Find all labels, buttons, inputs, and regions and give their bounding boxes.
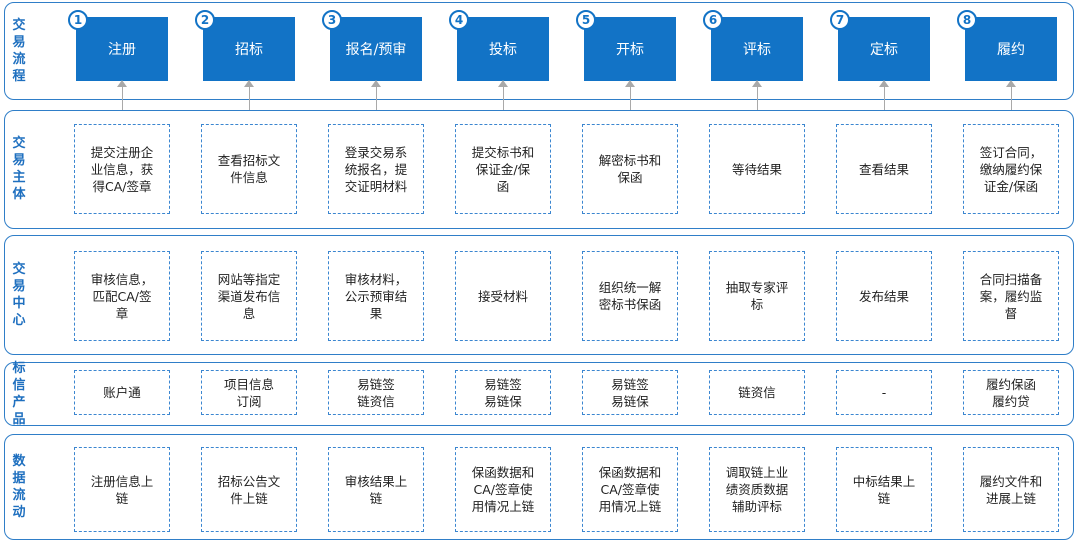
up-arrow-icon <box>117 80 127 110</box>
row-label-center: 交 易 中 心 <box>12 262 26 328</box>
up-arrow-icon <box>625 80 635 110</box>
step-number-badge: 4 <box>449 10 469 30</box>
center-cell: 审核材料， 公示预审结 果 <box>328 251 424 341</box>
step-number-badge: 1 <box>68 10 88 30</box>
dataflow-cell: 审核结果上 链 <box>328 447 424 532</box>
center-cell: 接受材料 <box>455 251 551 341</box>
dataflow-cell: 履约文件和 进展上链 <box>963 447 1059 532</box>
subject-cell: 签订合同， 缴纳履约保 证金/保函 <box>963 124 1059 214</box>
product-cell: 项目信息 订阅 <box>201 370 297 415</box>
dataflow-cell: 中标结果上 链 <box>836 447 932 532</box>
band-product <box>4 362 1074 426</box>
center-cell: 组织统一解 密标书保函 <box>582 251 678 341</box>
subject-cell: 查看结果 <box>836 124 932 214</box>
band-subject <box>4 110 1074 229</box>
center-cell: 发布结果 <box>836 251 932 341</box>
dataflow-cell: 保函数据和 CA/签章使 用情况上链 <box>455 447 551 532</box>
row-label-process: 交 易 流 程 <box>12 18 26 84</box>
subject-cell: 查看招标文 件信息 <box>201 124 297 214</box>
subject-cell: 提交注册企 业信息，获 得CA/签章 <box>74 124 170 214</box>
step-box: 履约 <box>965 17 1057 81</box>
step-box: 报名/预审 <box>330 17 422 81</box>
subject-cell: 提交标书和 保证金/保 函 <box>455 124 551 214</box>
center-cell: 网站等指定 渠道发布信 息 <box>201 251 297 341</box>
product-cell: 账户通 <box>74 370 170 415</box>
step-box: 招标 <box>203 17 295 81</box>
step-box: 注册 <box>76 17 168 81</box>
product-cell: 易链签 易链保 <box>455 370 551 415</box>
step-number-badge: 6 <box>703 10 723 30</box>
up-arrow-icon <box>752 80 762 110</box>
band-dataflow <box>4 434 1074 540</box>
band-process <box>4 2 1074 100</box>
step-number-badge: 8 <box>957 10 977 30</box>
center-cell: 抽取专家评 标 <box>709 251 805 341</box>
subject-cell: 登录交易系 统报名，提 交证明材料 <box>328 124 424 214</box>
up-arrow-icon <box>1006 80 1016 110</box>
step-number-badge: 3 <box>322 10 342 30</box>
step-number-badge: 2 <box>195 10 215 30</box>
up-arrow-icon <box>371 80 381 110</box>
dataflow-cell: 保函数据和 CA/签章使 用情况上链 <box>582 447 678 532</box>
center-cell: 审核信息， 匹配CA/签 章 <box>74 251 170 341</box>
row-label-product: 标 信 产 品 <box>12 361 26 427</box>
subject-cell: 等待结果 <box>709 124 805 214</box>
step-box: 投标 <box>457 17 549 81</box>
step-box: 定标 <box>838 17 930 81</box>
row-label-subject: 交 易 主 体 <box>12 136 26 202</box>
step-box: 开标 <box>584 17 676 81</box>
product-cell: 易链签 链资信 <box>328 370 424 415</box>
dataflow-cell: 调取链上业 绩资质数据 辅助评标 <box>709 447 805 532</box>
up-arrow-icon <box>879 80 889 110</box>
product-cell: - <box>836 370 932 415</box>
subject-cell: 解密标书和 保函 <box>582 124 678 214</box>
dataflow-cell: 招标公告文 件上链 <box>201 447 297 532</box>
product-cell: 易链签 易链保 <box>582 370 678 415</box>
product-cell: 履约保函 履约贷 <box>963 370 1059 415</box>
step-number-badge: 5 <box>576 10 596 30</box>
up-arrow-icon <box>498 80 508 110</box>
dataflow-cell: 注册信息上 链 <box>74 447 170 532</box>
step-box: 评标 <box>711 17 803 81</box>
band-center <box>4 235 1074 355</box>
center-cell: 合同扫描备 案，履约监 督 <box>963 251 1059 341</box>
up-arrow-icon <box>244 80 254 110</box>
product-cell: 链资信 <box>709 370 805 415</box>
step-number-badge: 7 <box>830 10 850 30</box>
row-label-dataflow: 数 据 流 动 <box>12 454 26 520</box>
